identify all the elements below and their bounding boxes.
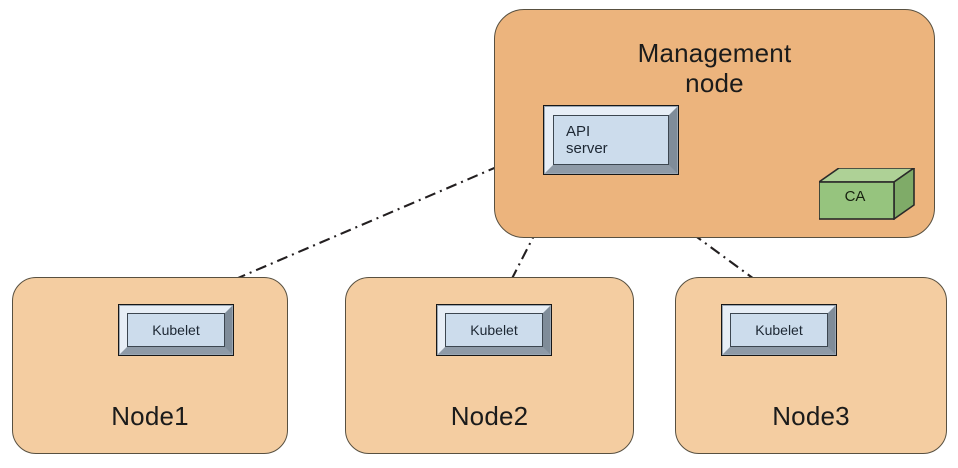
kubelet-box-node2[interactable]: Kubelet bbox=[436, 304, 552, 356]
ca-box[interactable]: CA bbox=[816, 166, 917, 221]
connector-api-server-to-node1-kubelet bbox=[180, 146, 543, 304]
node2-title: Node2 bbox=[450, 401, 529, 431]
kubelet-bevel bbox=[437, 305, 551, 355]
ca-cuboid-icon bbox=[816, 166, 917, 221]
api-server-label: API server bbox=[566, 123, 608, 157]
kubelet-box-node1[interactable]: Kubelet bbox=[118, 304, 234, 356]
kubelet-bevel bbox=[722, 305, 836, 355]
management-node-title: Management node bbox=[637, 38, 792, 98]
kubelet-label: Kubelet bbox=[755, 321, 803, 338]
node1-title: Node1 bbox=[111, 401, 189, 431]
kubelet-box-node3[interactable]: Kubelet bbox=[721, 304, 837, 356]
kubelet-label: Kubelet bbox=[470, 321, 518, 338]
kubelet-face: Kubelet bbox=[730, 313, 828, 347]
node3-title: Node3 bbox=[772, 401, 850, 431]
api-server-bevel bbox=[544, 106, 678, 174]
kubelet-label: Kubelet bbox=[152, 321, 200, 338]
api-server-face: API server bbox=[553, 115, 669, 165]
kubelet-bevel bbox=[119, 305, 233, 355]
kubelet-face: Kubelet bbox=[445, 313, 543, 347]
kubelet-face: Kubelet bbox=[127, 313, 225, 347]
api-server-box[interactable]: API server bbox=[543, 105, 679, 175]
